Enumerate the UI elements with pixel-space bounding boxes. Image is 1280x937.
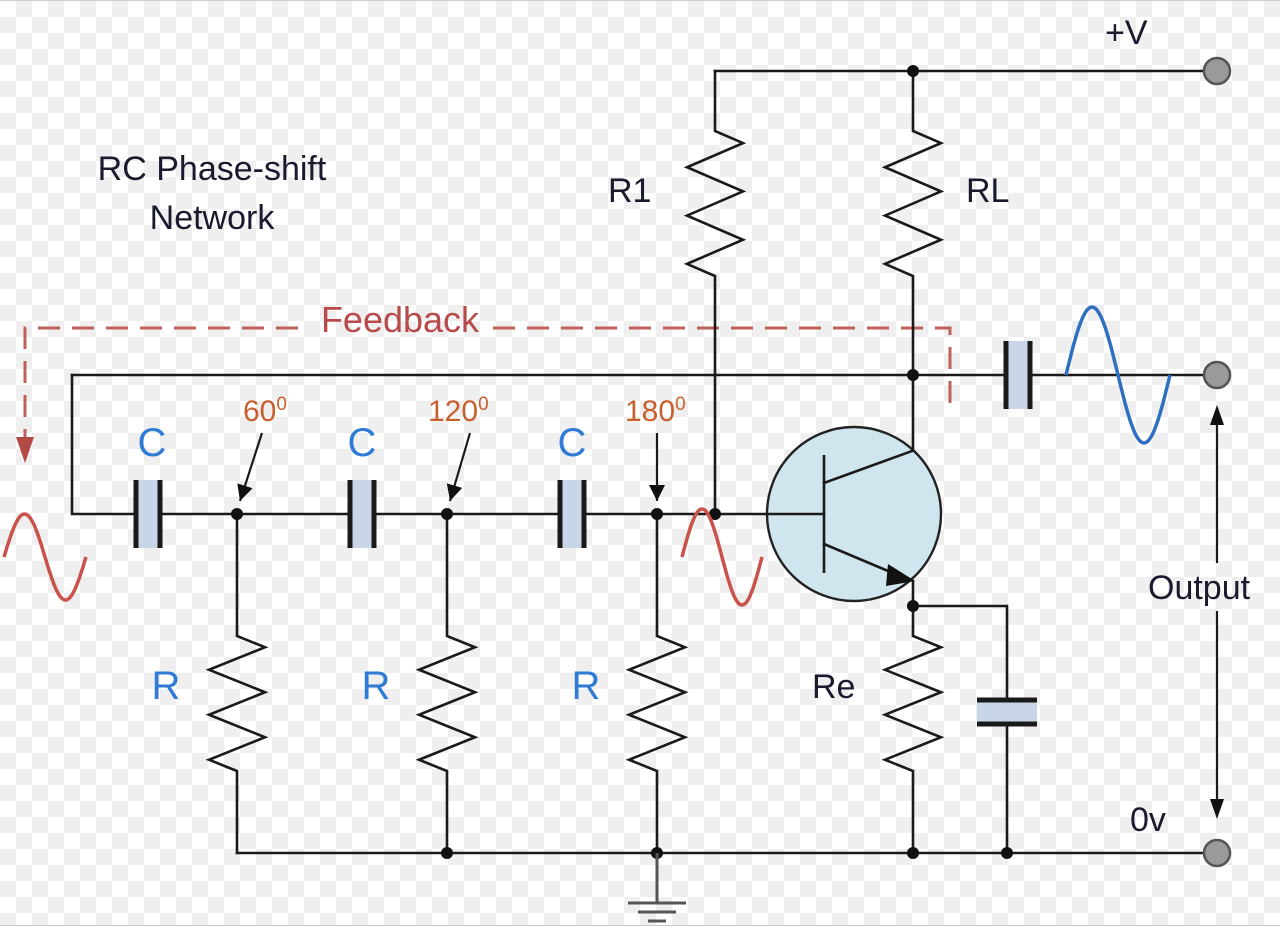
components bbox=[2, 56, 1232, 923]
junction-dot bbox=[907, 600, 919, 612]
junction-dot bbox=[1001, 847, 1013, 859]
phase-label-120: 1200 bbox=[428, 394, 489, 428]
output-label: Output bbox=[1148, 569, 1251, 607]
output-voltage-arrow bbox=[1210, 405, 1224, 819]
rl-label: RL bbox=[966, 172, 1009, 210]
resistor-zigzag bbox=[205, 626, 269, 781]
resistor-r1 bbox=[205, 626, 269, 781]
phase-value: 180 bbox=[625, 395, 675, 428]
phase-value: 120 bbox=[428, 395, 478, 428]
output-waveform bbox=[1064, 305, 1172, 445]
resistor-zigzag bbox=[625, 626, 689, 781]
capacitor-label: C bbox=[348, 421, 377, 465]
base-waveform bbox=[680, 507, 764, 607]
phase-arrow-180 bbox=[649, 433, 665, 501]
junction-dot bbox=[709, 508, 721, 520]
bypass-capacitor bbox=[977, 697, 1037, 727]
resistor-re bbox=[881, 626, 945, 781]
capacitor-c3 bbox=[557, 480, 587, 548]
resistor-r2 bbox=[415, 626, 479, 781]
arrow-head-icon bbox=[237, 483, 253, 501]
junction-dot bbox=[231, 508, 243, 520]
resistor-zigzag bbox=[881, 121, 945, 286]
arrow-head-icon bbox=[446, 483, 463, 501]
resistor-r1 bbox=[683, 121, 747, 286]
wire bbox=[911, 604, 1009, 701]
junction-dot bbox=[907, 369, 919, 381]
arrow-down-icon bbox=[1210, 799, 1224, 819]
supply-label: +V bbox=[1105, 14, 1148, 52]
resistor-zigzag bbox=[881, 626, 945, 781]
wires bbox=[70, 69, 1219, 855]
supply-terminal bbox=[1202, 56, 1232, 86]
feedback-label: Feedback bbox=[321, 299, 480, 340]
capacitor-label: C bbox=[138, 421, 167, 465]
phase-arrow-60 bbox=[237, 432, 264, 502]
phase-degree-superscript: 0 bbox=[276, 394, 287, 415]
capacitor-dielectric bbox=[977, 700, 1037, 724]
resistor-label: R bbox=[362, 664, 391, 708]
phase-degree-superscript: 0 bbox=[478, 394, 489, 415]
arrow-head-icon bbox=[649, 485, 665, 501]
capacitor-c1 bbox=[133, 480, 163, 548]
output-coupling-capacitor bbox=[1003, 341, 1033, 409]
resistor-r3 bbox=[625, 626, 689, 781]
capacitor-dielectric bbox=[350, 480, 374, 548]
emitter-arrow-icon bbox=[886, 564, 915, 586]
phase-label-180: 1800 bbox=[625, 394, 686, 428]
output-terminal bbox=[1202, 360, 1232, 390]
npn-transistor bbox=[765, 425, 943, 603]
junction-dot bbox=[651, 508, 663, 520]
resistor-label: R bbox=[152, 664, 181, 708]
capacitor-dielectric bbox=[560, 480, 584, 548]
title-line-1: RC Phase-shift bbox=[98, 150, 327, 188]
feedback-arrow-icon bbox=[16, 437, 34, 463]
junction-dot bbox=[441, 508, 453, 520]
network-labels: C C C R R R 600 1200 1800 bbox=[138, 394, 686, 708]
r1-label: R1 bbox=[608, 172, 651, 210]
junction-dot bbox=[907, 65, 919, 77]
phase-arrow-120 bbox=[446, 432, 472, 502]
phase-degree-superscript: 0 bbox=[675, 394, 686, 415]
resistor-zigzag bbox=[415, 626, 479, 781]
title-line-2: Network bbox=[150, 199, 276, 237]
ground-terminal bbox=[1202, 838, 1232, 868]
re-label: Re bbox=[812, 668, 855, 706]
capacitor-dielectric bbox=[1006, 341, 1030, 409]
wire bbox=[70, 373, 136, 516]
resistor-label: R bbox=[572, 664, 601, 708]
junction-dot bbox=[907, 847, 919, 859]
phase-label-60: 600 bbox=[243, 394, 287, 428]
capacitor-label: C bbox=[558, 421, 587, 465]
ground-rail-label: 0v bbox=[1130, 801, 1166, 839]
capacitor-dielectric bbox=[136, 480, 160, 548]
feedback-path: Feedback bbox=[16, 299, 952, 463]
junction-dot bbox=[441, 847, 453, 859]
arrow-up-icon bbox=[1210, 405, 1224, 425]
resistor-zigzag bbox=[683, 121, 747, 286]
capacitor-c2 bbox=[347, 480, 377, 548]
resistor-rl bbox=[881, 121, 945, 286]
input-waveform-left bbox=[2, 512, 88, 602]
ground-symbol-icon bbox=[628, 853, 686, 923]
phase-value: 60 bbox=[243, 395, 276, 428]
